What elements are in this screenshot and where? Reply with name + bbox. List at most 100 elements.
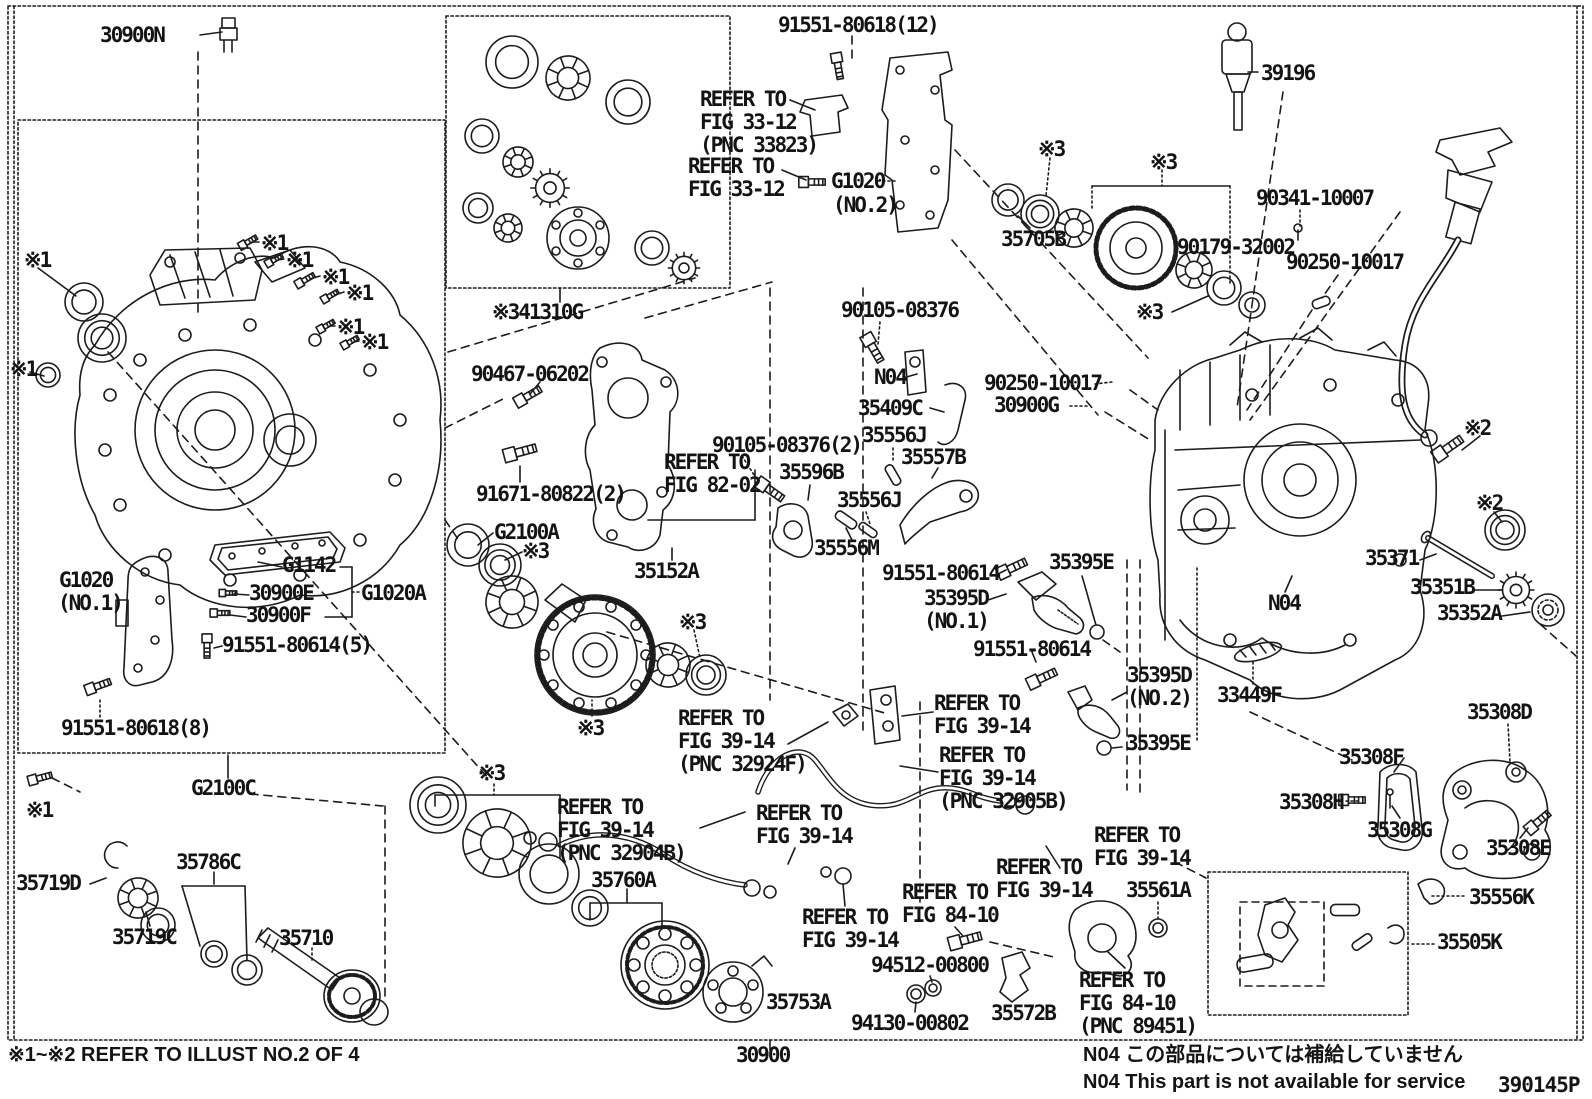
part-label: REFER TO FIG 39-14 [802,905,900,952]
part-label: ※1 [361,330,389,354]
part-label: 35719C [112,925,178,949]
part-label: ※1 [26,798,54,822]
control-valve-no1-art [82,532,345,697]
part-label: REFER TO FIG 39-14 (PNC 32904B) [557,795,687,865]
part-label: 35719D [16,871,82,895]
part-label: 35308H [1279,790,1345,814]
part-label: 35395D [1127,663,1193,687]
part-label: REFER TO FIG 39-14 (PNC 32905B) [939,743,1069,813]
part-label: 91551-80614 [973,637,1092,661]
part-label: 35557B [901,445,967,469]
part-label: ※1 [346,281,374,305]
part-label: 90467-06202 [471,362,590,386]
outer-border [8,6,1583,1040]
output-speed-sensor-art [907,901,1167,1003]
differential-assembly-art [445,522,728,715]
part-label: 35561A [1126,878,1192,902]
part-label: 91551-80618(12) [778,13,940,37]
part-label: N04 This part is not available for servi… [1083,1071,1466,1093]
oil-pump-cover-art [1337,760,1554,878]
part-label: REFER TO FIG 33-12 [688,154,786,201]
part-label: 91551-80614 [882,561,1001,585]
parking-lock-parts-art [752,330,1120,755]
part-label: 35556K [1469,885,1535,909]
part-label: 35395E [1049,550,1115,574]
part-label: 35395E [1126,731,1192,755]
chain-cover-art [501,343,677,550]
part-label: 35308F [1339,745,1405,769]
part-label: 94512-00800 [871,953,990,977]
part-label: REFER TO FIG 84-10 (PNC 89451) [1079,968,1198,1038]
leader-lines-solid [30,32,1530,1050]
part-label: REFER TO FIG 33-12 (PNC 33823) [700,87,819,157]
part-label: 35409C [858,396,924,420]
part-label: G1020 [831,169,886,193]
part-label: 90250-10017 [1286,250,1405,274]
part-label: 35308E [1486,836,1552,860]
part-label: 90179-32002 [1177,235,1296,259]
part-label: 35395D [924,586,990,610]
part-label: 35753A [766,990,832,1014]
part-label: ※3 [679,610,707,634]
star1-bolts-and-seals-art [26,232,361,787]
part-label: 35556J [862,423,928,447]
part-label: 35760A [591,868,657,892]
shift-cable-art [1402,128,1512,446]
part-label: N04 この部品については補給していません [1083,1044,1464,1066]
detent-kit-art [1234,879,1444,986]
part-label: 35352A [1437,601,1503,625]
part-label: REFER TO FIG 39-14 [996,855,1094,902]
part-label: 90341-10007 [1256,186,1375,210]
part-label: 33449F [1217,683,1283,707]
part-label: REFER TO FIG 39-14 [1094,823,1192,870]
part-label: ※1 [322,265,350,289]
part-label: REFER TO FIG 39-14 [756,801,854,848]
part-label: 90105-08376 [841,298,960,322]
speed-sensor-39196-art [1222,23,1252,130]
part-label: 390145P [1498,1073,1581,1097]
part-label: (NO.1) [924,609,990,633]
part-label: ※1 [337,315,365,339]
counter-gear-train-art [990,182,1331,318]
leader-lines-stubs [100,158,1510,962]
part-label: 35556J [837,488,903,512]
part-label: ※3 [478,761,506,785]
part-label: ※1 [286,248,314,272]
part-label: 30900E [249,581,315,605]
part-label: REFER TO FIG 82-02 [664,450,762,497]
part-label: G2100A [494,520,560,544]
part-label: ※2 [1464,416,1492,440]
part-label: (NO.2) [833,193,899,217]
part-label: 35710 [279,926,334,950]
part-label: 30900 [736,1043,791,1067]
part-label: 94130-00802 [851,1011,970,1035]
part-label: 90250-10017 [984,371,1103,395]
part-label: 35371 [1365,546,1420,570]
part-label: 35308D [1467,700,1533,724]
part-label: 30900F [246,603,312,627]
bearing-kit-art [461,36,701,302]
control-valve-no2-art [797,51,952,232]
leader-lines-dashed [52,36,1576,998]
part-label: ※341310G [492,300,584,324]
transaxle-case-front-art [75,247,441,608]
breather-plug-art [220,18,237,52]
part-label: 30900G [994,393,1060,417]
part-label: G1020 [59,568,114,592]
part-label: N04 [874,365,908,389]
transaxle-case-rear-art [1150,328,1436,699]
part-label: REFER TO FIG 84-10 [902,880,1000,927]
part-label: 30900N [100,23,166,47]
part-label: 35572B [991,1001,1057,1025]
part-label: N04 [1268,591,1302,615]
driven-sprocket-hub-art [410,777,772,1022]
part-label: ※3 [522,539,550,563]
part-label: ※1 [261,231,289,255]
part-label: 35505K [1437,930,1503,954]
part-label: G2100C [191,776,257,800]
part-label: 39196 [1261,61,1316,85]
part-label: ※2 [1476,491,1504,515]
part-label: G1142 [282,553,337,577]
